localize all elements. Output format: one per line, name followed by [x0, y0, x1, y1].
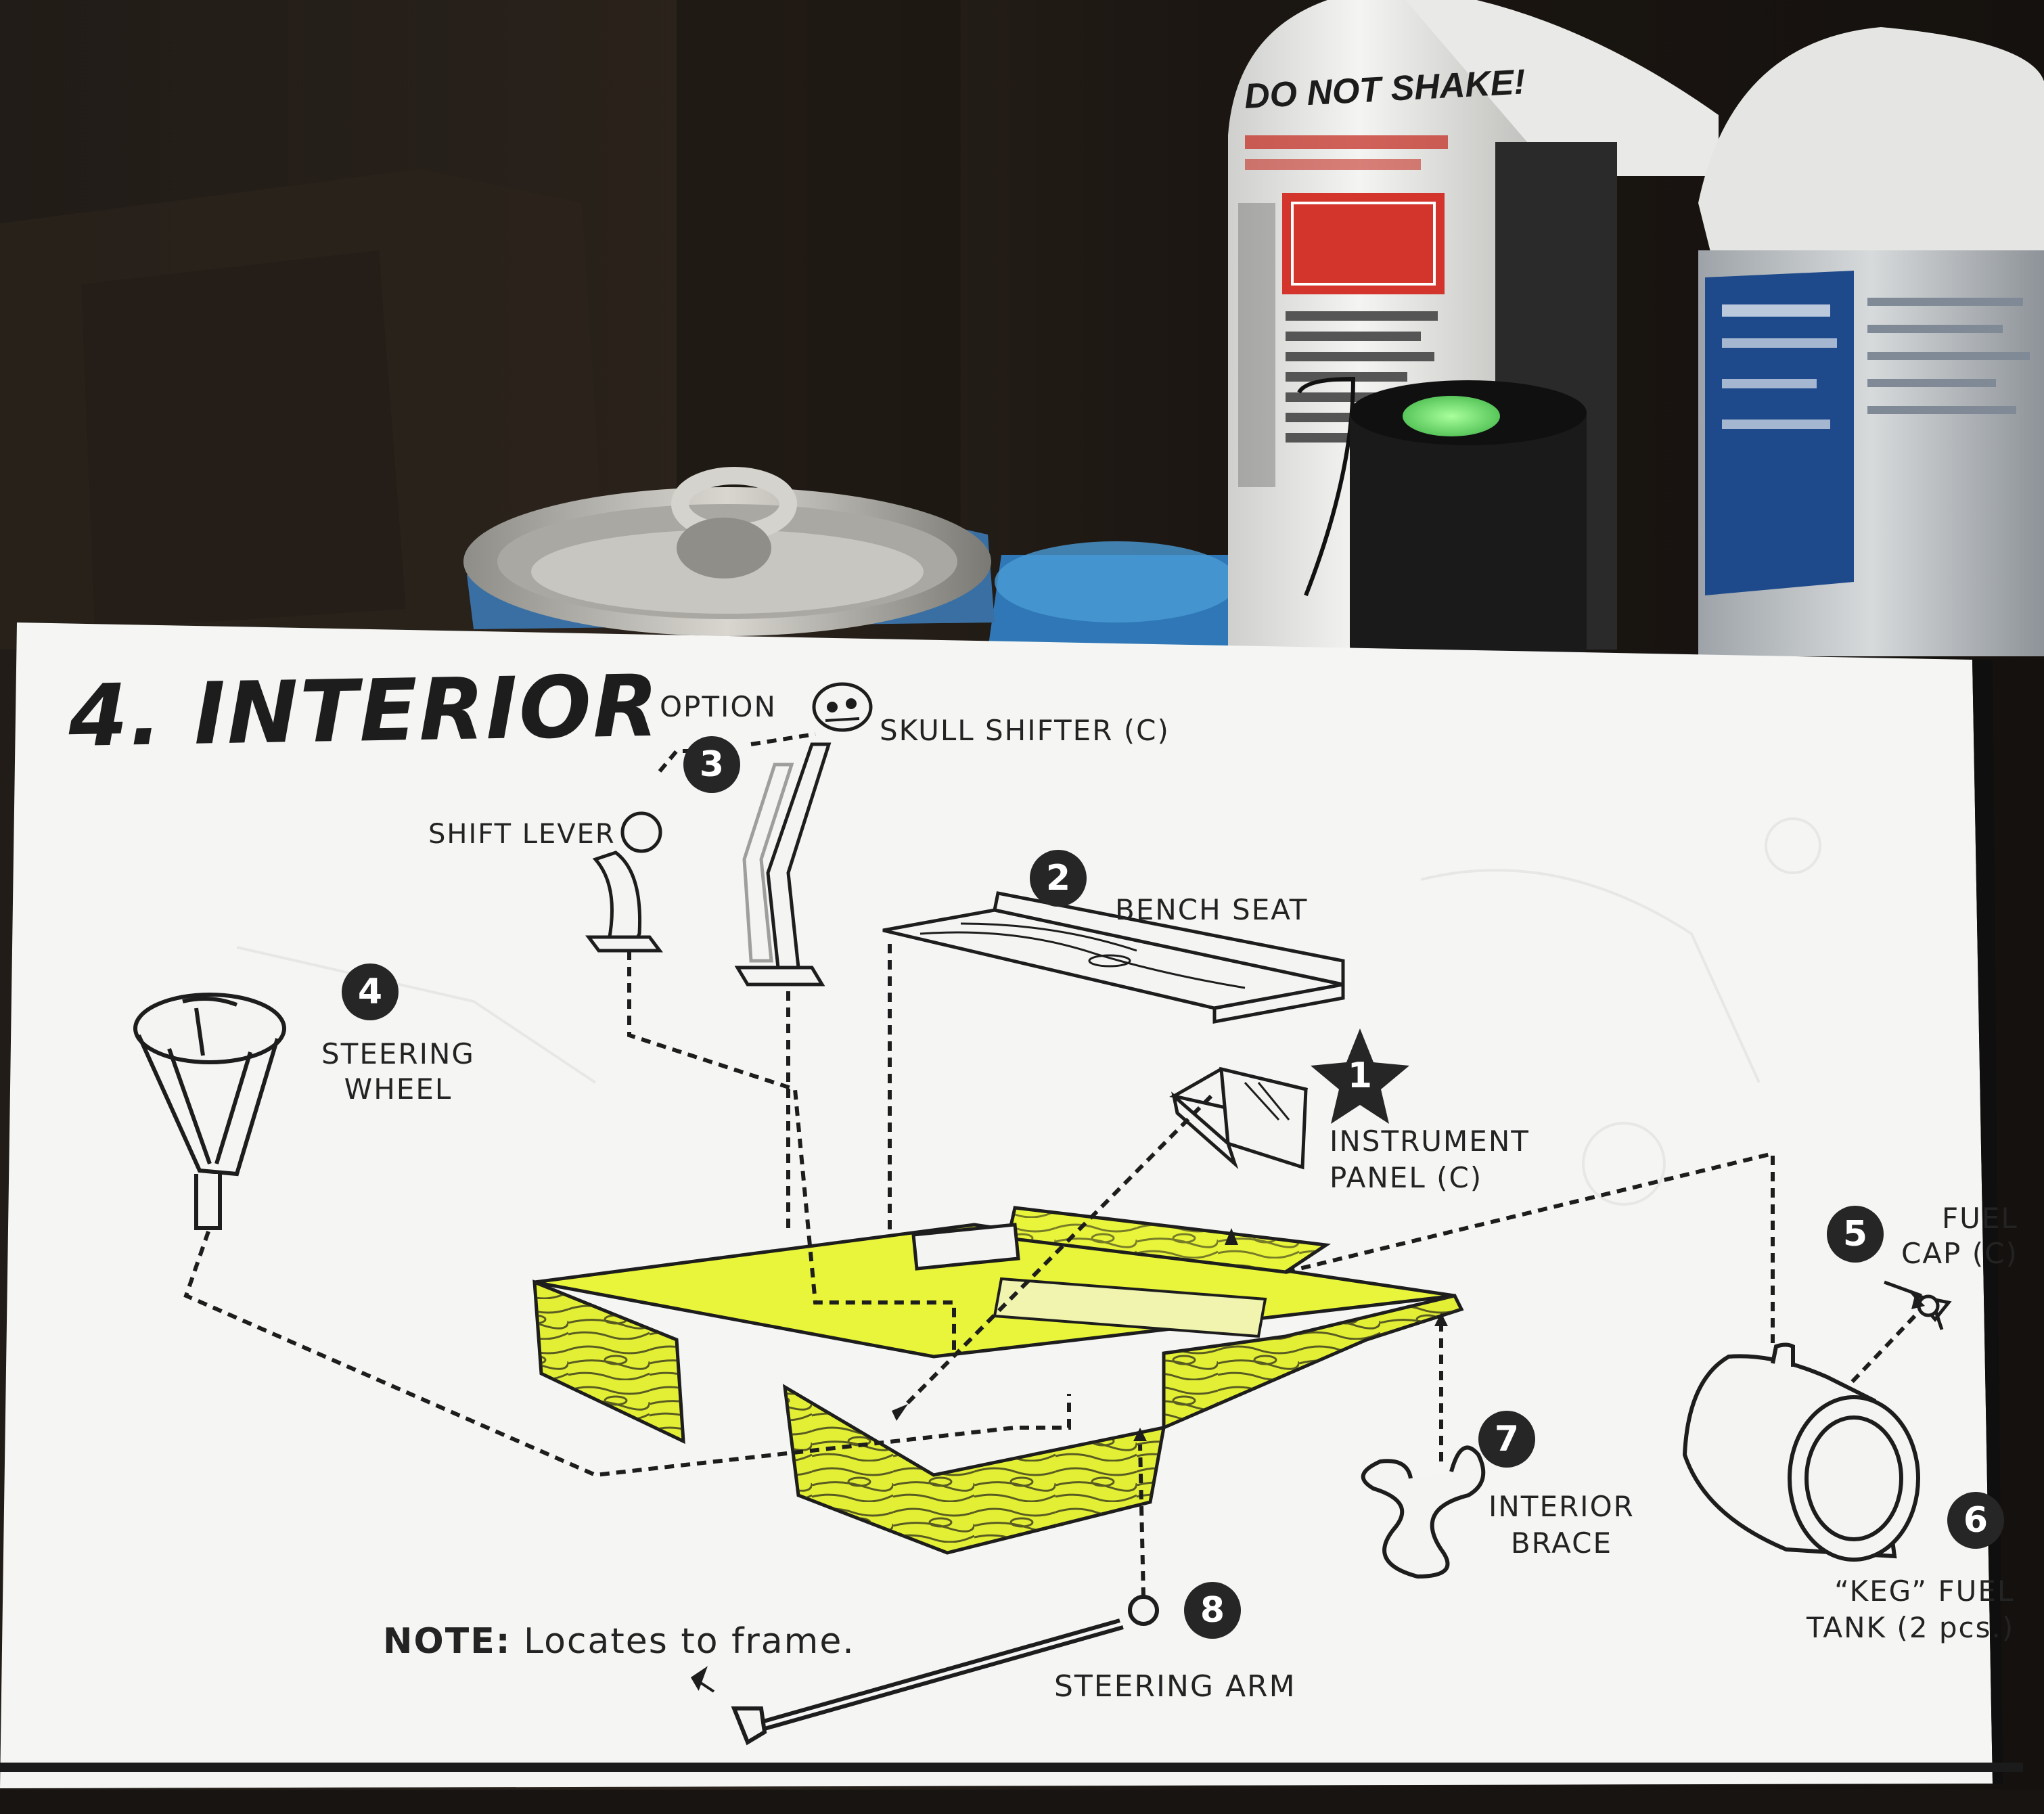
indicator-light-device [1297, 376, 1587, 660]
part-number-8: 8 [1184, 1582, 1241, 1639]
part-number-6: 6 [1947, 1492, 2004, 1549]
note-body: Locates to frame. [524, 1621, 855, 1662]
part-number-1: 1 [1347, 1056, 1373, 1096]
part-label-fuel-cap: FUEL CAP (C) [1901, 1202, 2018, 1270]
soda-can [463, 467, 995, 636]
part-label-instrument-panel: INSTRUMENT PANEL (C) [1330, 1125, 1530, 1194]
part-label-shift-lever: SHIFT LEVER [428, 819, 616, 850]
paint-tin [1698, 27, 2044, 656]
part-number-1-star: 1 [1309, 1025, 1411, 1127]
part-label-bench-seat: BENCH SEAT [1115, 893, 1309, 926]
spray-can: DO NOT SHAKE! [1228, 0, 1719, 650]
part-label-steering-wheel: STEERING WHEEL [321, 1037, 475, 1106]
star-badge-icon [1311, 1028, 1409, 1124]
instruction-sheet [0, 622, 1993, 1788]
part-number-3: 3 [683, 736, 740, 793]
note-heading: NOTE: [383, 1621, 512, 1662]
part-label-steering-arm: STEERING ARM [1054, 1669, 1296, 1704]
part-number-2: 2 [1030, 850, 1087, 907]
part-label-skull-shifter: SKULL SHIFTER (C) [880, 714, 1170, 747]
part-number-4: 4 [342, 963, 399, 1020]
part-number-7: 7 [1478, 1411, 1535, 1468]
step-title: 4. INTERIOR [68, 656, 661, 766]
note-text: NOTE: Locates to frame. [383, 1621, 855, 1662]
option-label: OPTION [660, 690, 777, 723]
part-number-5: 5 [1827, 1206, 1884, 1263]
part-label-keg-fuel-tank: “KEG” FUEL TANK (2 pcs.) [1807, 1574, 2015, 1644]
part-label-interior-brace: INTERIOR BRACE [1489, 1490, 1635, 1560]
